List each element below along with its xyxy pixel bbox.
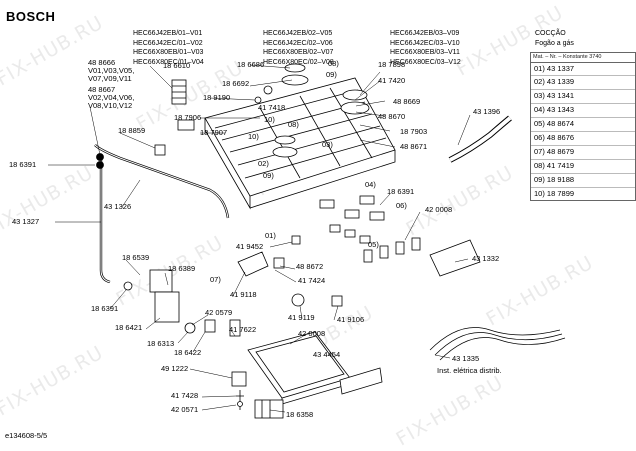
part-label[interactable]: 41 7424	[298, 276, 326, 285]
part-label[interactable]: 48 8667	[88, 85, 116, 94]
part-label[interactable]: 49 1222	[161, 364, 189, 373]
part-label[interactable]: 41 7428	[171, 391, 199, 400]
part-label[interactable]: 18 6358	[286, 410, 314, 419]
legend-table: Mat. – Nr. – Konstante 3740 01) 43 1337 …	[530, 52, 636, 202]
part-label[interactable]: 43 4454	[313, 350, 341, 359]
callout: 02)	[258, 159, 269, 168]
part-label[interactable]: 43 1326	[104, 202, 132, 211]
callout: 01)	[265, 231, 276, 240]
part-label[interactable]: 18 6539	[122, 253, 150, 262]
part-label[interactable]: 18 6692	[222, 79, 250, 88]
part-label[interactable]: 42 0571	[171, 405, 199, 414]
part-label[interactable]: 18 6391	[9, 160, 37, 169]
part-label[interactable]: 42 0579	[205, 308, 233, 317]
wiring-caption: Inst. elétrica distrib.	[437, 366, 502, 375]
part-label[interactable]: 41 7622	[229, 325, 257, 334]
callout: 03)	[322, 140, 333, 149]
part-label[interactable]: 48 8666	[88, 58, 116, 67]
legend-row[interactable]: 04) 43 1343	[531, 104, 635, 119]
hose-right	[448, 115, 512, 163]
part-label[interactable]: 41 7418	[258, 103, 286, 112]
part-label[interactable]: 43 1327	[12, 217, 40, 226]
part-label[interactable]: 18 6391	[387, 187, 415, 196]
callout: 06)	[396, 201, 407, 210]
legend-row[interactable]: 05) 48 8674	[531, 118, 635, 132]
part-label[interactable]: 18 7903	[400, 127, 428, 136]
variant-note: V01,V03,V05,	[88, 66, 135, 75]
part-label[interactable]: 18 6313	[147, 339, 175, 348]
part-label[interactable]: 18 6610	[163, 61, 191, 70]
brand-logo: BOSCH	[6, 9, 56, 24]
part-label[interactable]: 43 1396	[473, 107, 501, 116]
part-label[interactable]: 18 7906	[174, 113, 202, 122]
part-label[interactable]: 18 6421	[115, 323, 143, 332]
callout: 09)	[326, 70, 337, 79]
callout: 04)	[365, 180, 376, 189]
part-label[interactable]: 41 9106	[337, 315, 365, 324]
legend-row[interactable]: 01) 43 1337	[531, 63, 635, 77]
part-label[interactable]: 48 8671	[400, 142, 428, 151]
legend-header: Mat. – Nr. – Konstante 3740	[531, 53, 635, 63]
legend-row[interactable]: 10) 18 7899	[534, 188, 575, 198]
part-label[interactable]: 41 7420	[378, 76, 406, 85]
valve-row	[319, 195, 385, 244]
callout: 05)	[368, 240, 379, 249]
callout: 09)	[263, 171, 274, 180]
part-label[interactable]: 18 9190	[203, 93, 231, 102]
part-label[interactable]: 18 7907	[200, 128, 228, 137]
gas-pipe-vertical	[99, 160, 111, 284]
part-label[interactable]: 41 9119	[288, 313, 315, 322]
part-label[interactable]: 18 6389	[168, 264, 196, 273]
legend-row[interactable]: 03) 43 1341	[531, 90, 635, 105]
part-label[interactable]: 18 7898	[378, 60, 406, 69]
part-label[interactable]: 48 8669	[393, 97, 421, 106]
legend-row[interactable]: 06) 48 8676	[531, 132, 635, 146]
part-label[interactable]: 48 8672	[296, 262, 324, 271]
legend-row[interactable]: 08) 41 7419	[531, 160, 635, 174]
legend-row[interactable]: 07) 48 8679	[531, 146, 635, 160]
callout: 08)	[288, 120, 299, 129]
part-label[interactable]: 41 9452	[236, 242, 264, 251]
variant-note: V07,V09,V11	[88, 74, 132, 83]
callout: 08)	[328, 59, 339, 68]
part-label[interactable]: 18 6422	[174, 348, 202, 357]
part-label[interactable]: 43 1335	[452, 354, 480, 363]
callout: 10)	[248, 132, 259, 141]
legend-row[interactable]: 09) 18 9188	[531, 174, 635, 188]
gas-pipe-long	[94, 144, 230, 219]
callout: 07)	[210, 275, 221, 284]
part-label[interactable]: 43 1332	[472, 254, 500, 263]
part-label[interactable]: 18 6686	[237, 60, 265, 69]
part-label[interactable]: 18 6391	[91, 304, 119, 313]
part-label[interactable]: 42 0008	[425, 205, 453, 214]
part-label[interactable]: 48 8670	[378, 112, 406, 121]
part-label[interactable]: 41 9118	[230, 290, 257, 299]
part-label[interactable]: 42 0008	[298, 329, 326, 338]
diagram-reference: e134608-5/5	[5, 431, 48, 440]
variant-note: V08,V10,V12	[88, 101, 133, 110]
part-label[interactable]: 18 8859	[118, 126, 146, 135]
variant-note: V02,V04,V06,	[88, 93, 135, 102]
legend-row[interactable]: 02) 43 1339	[531, 76, 635, 91]
callout: 10)	[264, 115, 275, 124]
